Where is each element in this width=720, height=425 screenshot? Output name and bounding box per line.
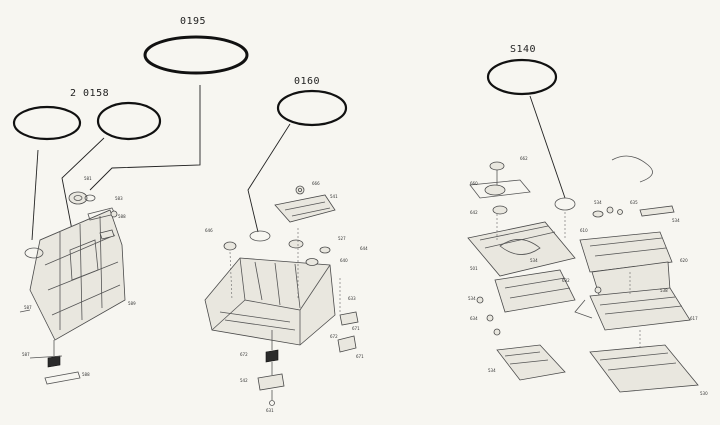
right-assembly: 662 660 642 534 635 534 610 620 501 534 … [467,155,708,396]
svg-text:588: 588 [82,372,90,377]
belt-ring-icon-0158-a [12,105,82,141]
svg-text:640: 640 [340,258,348,263]
label-0195: 0195 [180,16,206,27]
svg-text:660: 660 [470,181,478,186]
svg-text:671: 671 [352,326,360,331]
svg-text:534: 534 [488,368,496,373]
svg-text:589: 589 [128,301,136,306]
belt-ring-icon-0158-b [96,101,162,141]
svg-text:538: 538 [660,288,668,293]
svg-text:671: 671 [356,354,364,359]
svg-text:588: 588 [118,214,126,219]
belt-ring-icon-0160 [276,89,348,127]
label-2-0158: 2 0158 [70,88,109,99]
svg-text:534: 534 [468,296,476,301]
svg-text:583: 583 [115,196,123,201]
svg-text:541: 541 [330,194,338,199]
left-assembly: 587 581 583 588 589 587 588 [19,176,136,385]
svg-text:633: 633 [348,296,356,301]
svg-text:635: 635 [630,200,638,205]
svg-text:617: 617 [690,316,698,321]
svg-text:644: 644 [360,246,368,251]
label-0160: 0160 [294,76,320,87]
svg-text:542: 542 [240,378,248,383]
svg-text:672: 672 [330,334,338,339]
svg-text:642: 642 [470,210,478,215]
leader-lines [31,85,566,241]
svg-text:534: 534 [530,258,538,263]
svg-text:666: 666 [312,181,320,186]
svg-text:672: 672 [240,352,248,357]
svg-text:534: 534 [672,218,680,223]
svg-text:634: 634 [470,316,478,321]
svg-text:530: 530 [700,391,708,396]
svg-text:501: 501 [470,266,478,271]
svg-text:587: 587 [24,305,32,310]
svg-text:632: 632 [562,278,570,283]
belt-ring-icon-s140 [486,58,558,96]
svg-text:527: 527 [338,236,346,241]
svg-text:610: 610 [580,228,588,233]
svg-text:587: 587 [22,352,30,357]
label-s140: S140 [510,44,536,55]
svg-text:534: 534 [594,200,602,205]
svg-text:581: 581 [84,176,92,181]
middle-assembly: 666 541 527 644 646 640 633 671 672 671 … [204,181,368,413]
belt-ring-icon-0195 [143,35,249,75]
svg-text:646: 646 [205,228,213,233]
svg-text:631: 631 [266,408,274,413]
svg-text:620: 620 [680,258,688,263]
svg-text:662: 662 [520,156,528,161]
